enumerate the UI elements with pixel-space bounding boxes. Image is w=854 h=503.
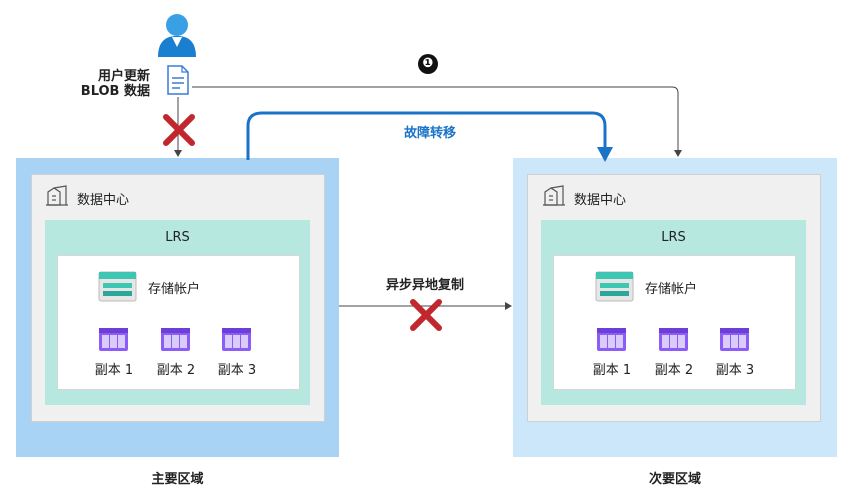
primary-storage-account-label: 存储帐户 [148, 282, 201, 297]
replica-icon [597, 328, 626, 351]
replica-icon [222, 328, 251, 351]
datacenter-icon [46, 185, 68, 206]
secondary-lrs-label: LRS [661, 230, 686, 245]
primary-replica-3-label: 副本 3 [217, 363, 257, 378]
replica-icon [161, 328, 190, 351]
user-icon [158, 14, 196, 57]
replica-icon [720, 328, 749, 351]
failover-label: 故障转移 [403, 126, 456, 141]
secondary-replica-2-label: 副本 2 [654, 363, 694, 378]
primary-lrs-label: LRS [165, 230, 190, 245]
primary-replica-2-label: 副本 2 [156, 363, 196, 378]
secondary-datacenter-label: 数据中心 [574, 193, 627, 208]
storage-account-icon [98, 271, 137, 302]
primary-datacenter-label: 数据中心 [77, 193, 130, 208]
blocked-x-icon [163, 114, 195, 146]
user-update-label-line2: BLOB 数据 [80, 84, 150, 99]
secondary-replica-1-label: 副本 1 [592, 363, 632, 378]
primary-region-label: 主要区域 [151, 472, 204, 487]
user-update-label-line1: 用户更新 [97, 69, 150, 84]
document-icon [167, 65, 189, 95]
replica-icon [659, 328, 688, 351]
secondary-replica-3-label: 副本 3 [715, 363, 755, 378]
primary-storage-panel [57, 255, 300, 390]
replica-icon [99, 328, 128, 351]
datacenter-icon [543, 185, 565, 206]
step-marker-label: ❶ [422, 56, 434, 71]
secondary-storage-account-label: 存储帐户 [645, 282, 698, 297]
secondary-region-label: 次要区域 [648, 472, 701, 487]
primary-replica-1-label: 副本 1 [94, 363, 134, 378]
replication-blocked-x-icon [410, 299, 442, 331]
storage-account-icon [595, 271, 634, 302]
replication-label: 异步异地复制 [385, 278, 464, 293]
secondary-storage-panel [553, 255, 796, 390]
step-marker-icon [418, 54, 438, 74]
